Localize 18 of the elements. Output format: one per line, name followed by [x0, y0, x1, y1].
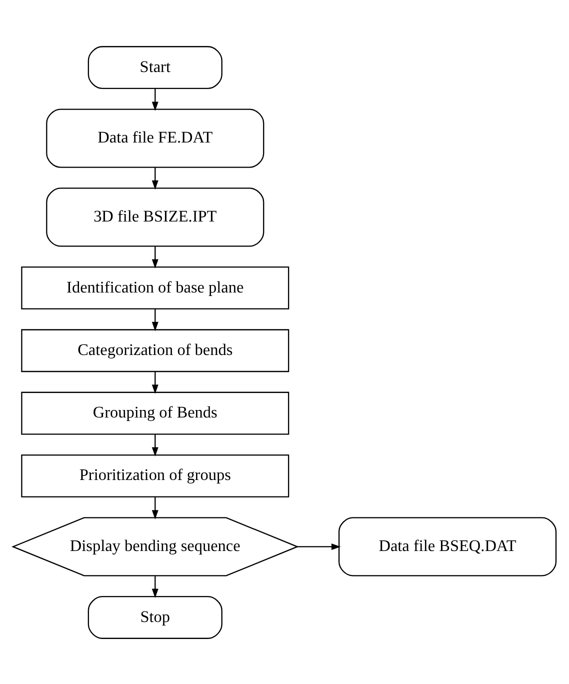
node-box: Start [88, 46, 222, 88]
arrow [152, 576, 158, 598]
arrow [152, 167, 158, 190]
node-box: Stop [88, 596, 222, 638]
node-box: Prioritization of groups [21, 454, 290, 497]
node-box: Categorization of bends [21, 328, 290, 372]
arrow [152, 371, 158, 394]
arrow [152, 246, 158, 268]
node-box: Data file FE.DAT [46, 108, 264, 168]
node-box: Identification of base plane [21, 266, 290, 309]
arrow [152, 308, 158, 331]
arrow [152, 434, 158, 456]
node-box: 3D file BSIZE.IPT [46, 187, 264, 246]
arrow [297, 542, 341, 550]
arrow [152, 88, 158, 110]
node-box: Grouping of Bends [21, 391, 290, 434]
node-box: Data file BSEQ.DAT [338, 516, 557, 576]
arrow [152, 496, 158, 519]
